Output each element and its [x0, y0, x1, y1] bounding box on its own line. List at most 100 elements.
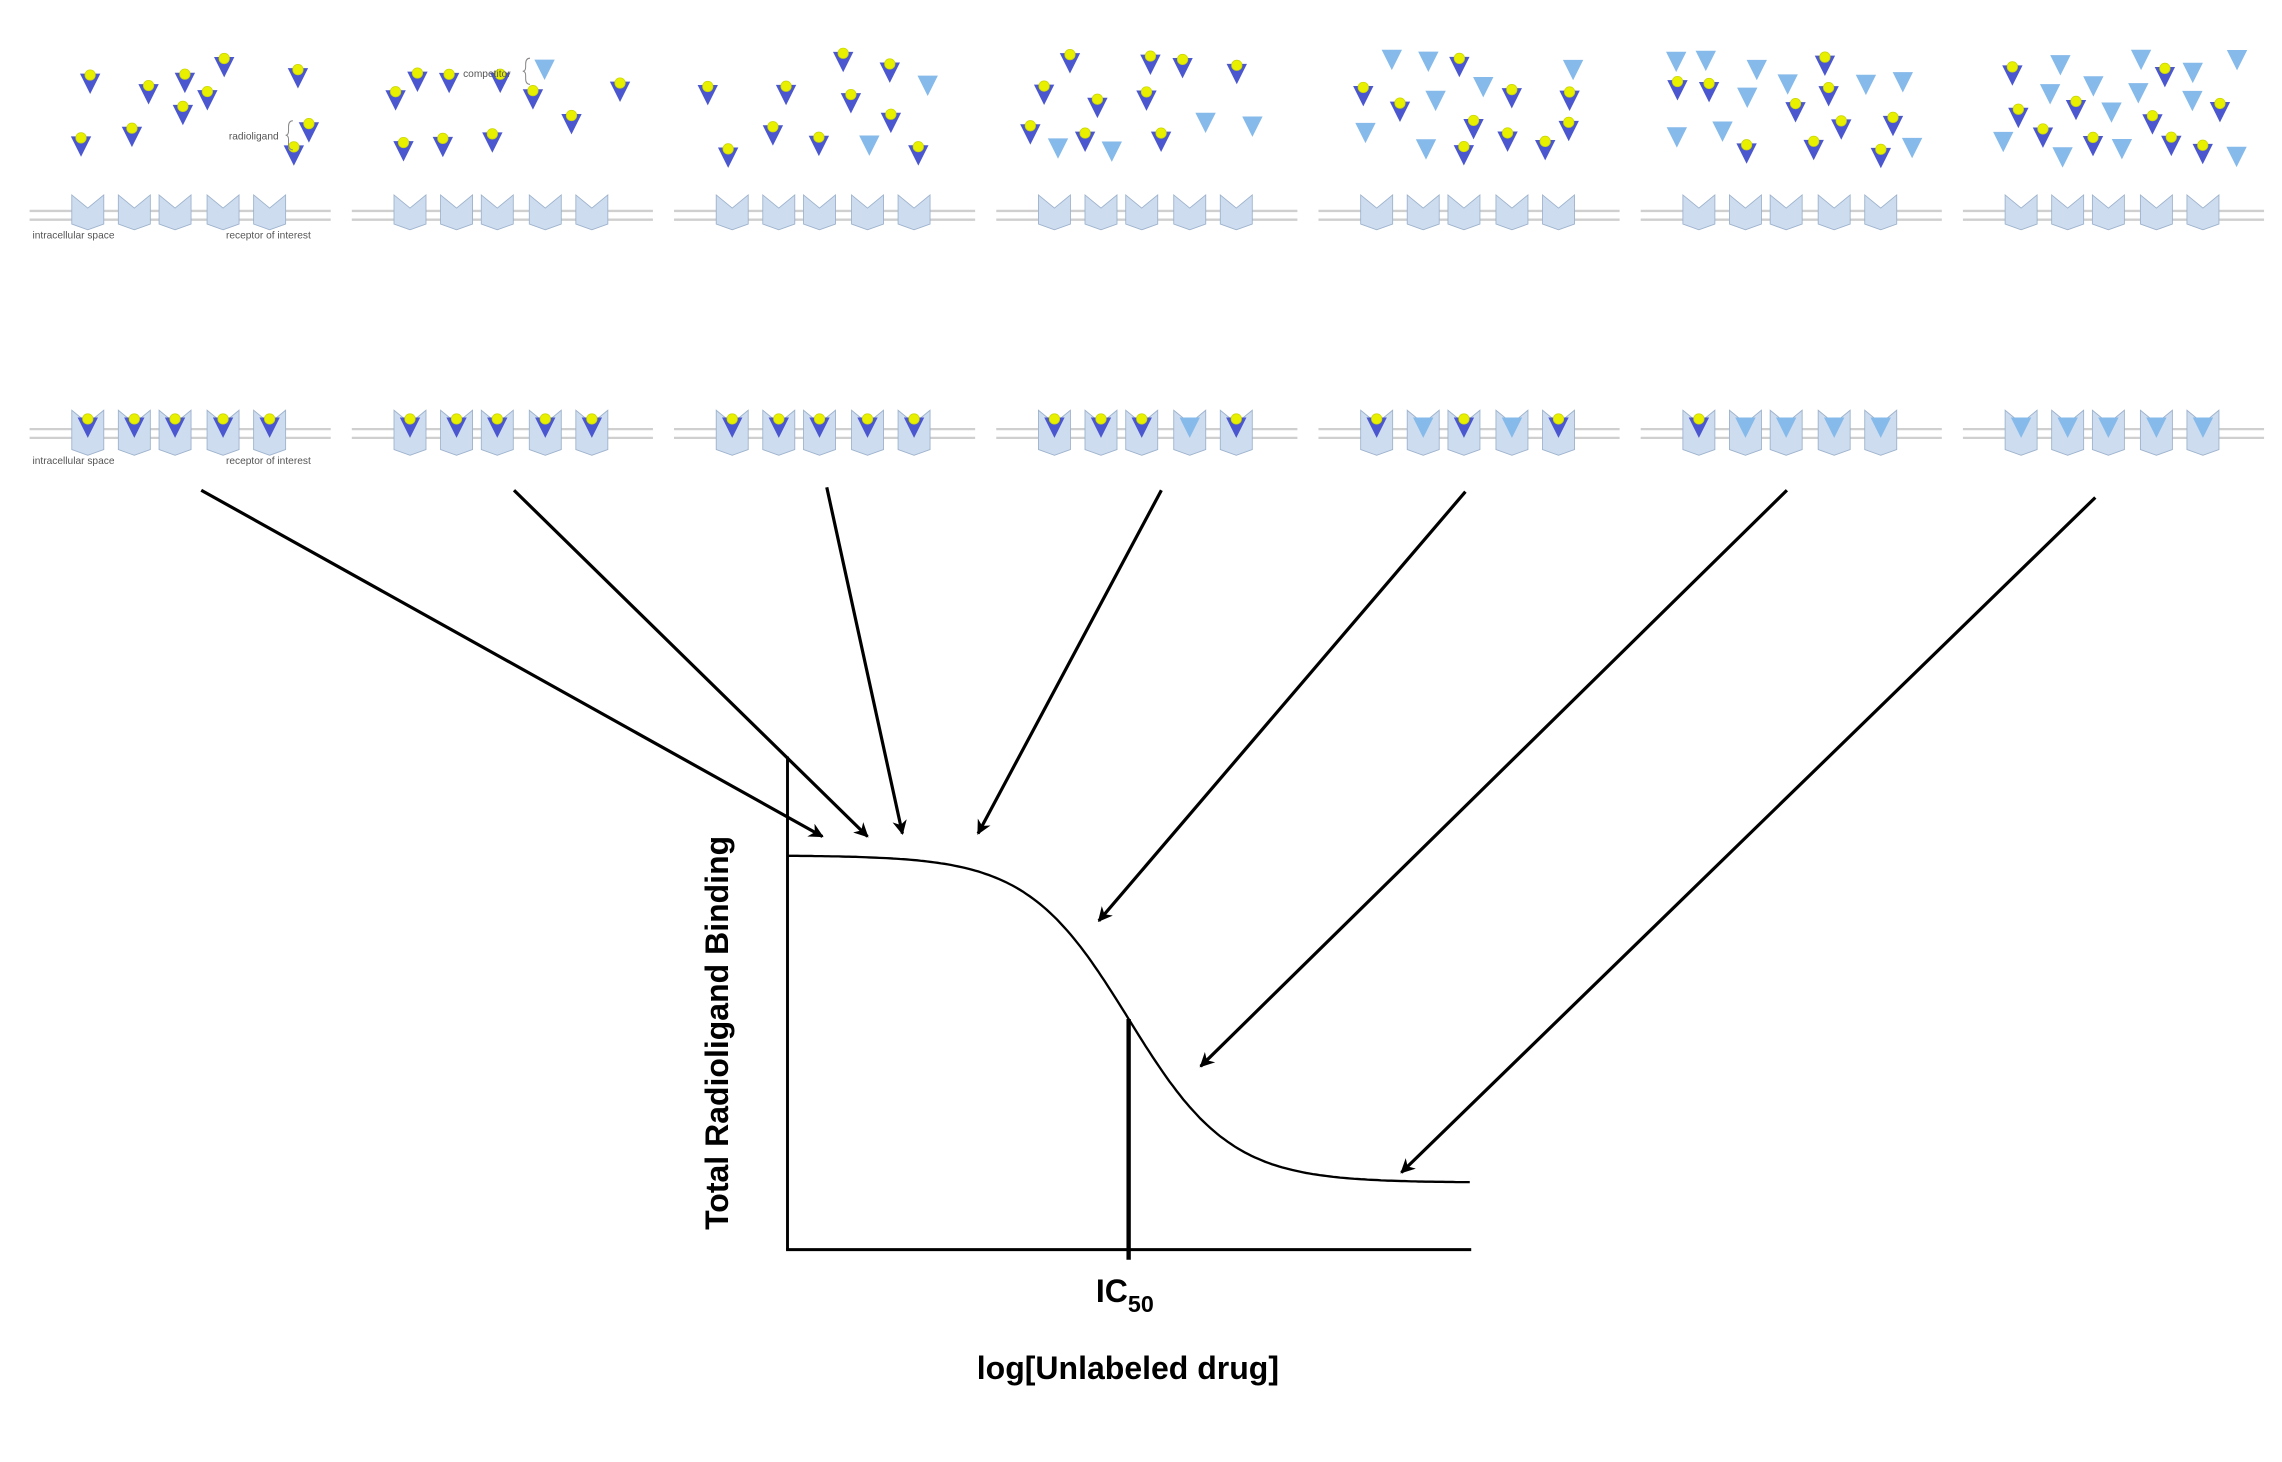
radiolabel-dot [1458, 140, 1470, 153]
radioligand-molecule [2082, 131, 2104, 157]
radiolabel-dot [527, 85, 539, 97]
competitor-molecule [1562, 59, 1584, 81]
competitor-triangle [2128, 83, 2149, 104]
radioligand-molecule [164, 413, 186, 438]
competitor-triangle [1855, 74, 1877, 96]
radioligand-triangle [407, 71, 428, 92]
radiolabel-dot [539, 413, 551, 425]
radiolabel-dot [437, 132, 449, 144]
competitor-molecule [1381, 49, 1403, 71]
radioligand-molecule [287, 64, 309, 89]
radioligand-triangle [1497, 131, 1518, 152]
ic50-main: IC [1096, 1273, 1128, 1309]
radioligand-molecule [1131, 413, 1152, 438]
radioligand-triangle [1074, 131, 1096, 152]
competitor-triangle [1355, 122, 1376, 144]
radioligand-molecule [1688, 413, 1710, 438]
competitor-molecule [1425, 90, 1446, 112]
radioligand-triangle [1535, 139, 1556, 161]
radioligand-triangle [1667, 80, 1688, 101]
competitor-molecule [2130, 49, 2152, 71]
competitor-molecule [1047, 138, 1069, 159]
competitor-triangle [1195, 112, 1216, 134]
chart: IC50 log[Unlabeled drug] Total Radioliga… [699, 756, 1472, 1386]
radioligand-triangle [1366, 417, 1387, 438]
radiolabel-dot [1231, 59, 1243, 71]
radioligand-triangle [138, 84, 159, 105]
competitor-triangle [1242, 116, 1263, 137]
radioligand-molecule [121, 122, 143, 148]
receptor [1360, 194, 1394, 231]
radioligand-triangle [1736, 143, 1757, 164]
radiolabel-dot [1552, 413, 1565, 425]
receptor [440, 194, 473, 231]
panel-unbound-5 [1318, 49, 1620, 231]
radioligand-molecule [1366, 413, 1387, 438]
radioligand-molecule [1558, 116, 1579, 142]
radioligand-triangle [2161, 135, 2182, 157]
competitor-triangle [1870, 417, 1891, 438]
receptor [1864, 194, 1898, 231]
radiolabel-dot [264, 413, 276, 425]
radioligand-molecule [1172, 53, 1193, 79]
competitor-triangle [2111, 138, 2133, 160]
radioligand-molecule [70, 132, 92, 157]
radioligand-molecule [2209, 97, 2231, 123]
competitor-molecule [1746, 59, 1767, 81]
radiolabel-dot [2197, 139, 2209, 151]
radiolabel-dot [2012, 103, 2024, 115]
radiolabel-dot [303, 118, 315, 130]
competitor-molecule [1855, 74, 1877, 96]
receptor [803, 194, 836, 231]
radiolabel-dot [1823, 81, 1835, 94]
radioligand-triangle [1449, 56, 1470, 78]
radioligand-triangle [1814, 55, 1836, 77]
radioligand-triangle [717, 147, 739, 168]
radiolabel-dot [813, 413, 826, 425]
receptor [1084, 194, 1118, 231]
radioligand-triangle [1131, 417, 1152, 438]
radiolabel-dot [2146, 110, 2159, 122]
receptor [71, 194, 105, 231]
radioligand-triangle [283, 145, 305, 166]
receptor [1729, 194, 1762, 231]
radioligand-molecule [808, 131, 830, 157]
radiolabel-dot [82, 413, 94, 425]
radioligand-triangle [1463, 118, 1484, 140]
receptor [117, 194, 151, 231]
radioligand-triangle [2082, 135, 2104, 157]
radioligand-molecule [522, 85, 544, 110]
receptor [2139, 194, 2173, 231]
radioligand-molecule [1501, 84, 1522, 109]
radiolabel-dot [201, 85, 213, 98]
radioligand-molecule [1453, 413, 1475, 438]
radioligand-molecule [2008, 103, 2029, 129]
competitor-molecule [2098, 417, 2119, 438]
radioligand-triangle [2209, 102, 2231, 123]
receptor [1542, 194, 1575, 231]
panel-bound-5 [1318, 409, 1620, 456]
radiolabel-dot [1357, 81, 1369, 94]
radioligand-triangle [768, 417, 789, 438]
competitor-molecule [1242, 116, 1263, 137]
radioligand-triangle [1033, 84, 1055, 106]
competitor-molecule [2101, 102, 2122, 123]
receptor [1682, 194, 1716, 231]
panel-unbound-2 [351, 67, 653, 231]
competitor-triangle [1777, 74, 1798, 95]
radioligand-triangle [1785, 102, 1806, 123]
competitor-molecule [1415, 139, 1437, 160]
competitor-triangle [1892, 72, 1914, 93]
radioligand-triangle [522, 89, 544, 110]
receptor [1219, 194, 1253, 231]
radiolabel-dot [2165, 131, 2177, 143]
radioligand-triangle [1136, 90, 1157, 111]
radioligand-triangle [385, 90, 406, 111]
radioligand-molecule [399, 413, 421, 438]
radioligand-molecule [1559, 86, 1580, 111]
radioligand-molecule [283, 141, 305, 166]
receptor [393, 194, 427, 231]
competitor-molecule [1501, 417, 1523, 438]
competitor-molecule [2010, 417, 2032, 438]
